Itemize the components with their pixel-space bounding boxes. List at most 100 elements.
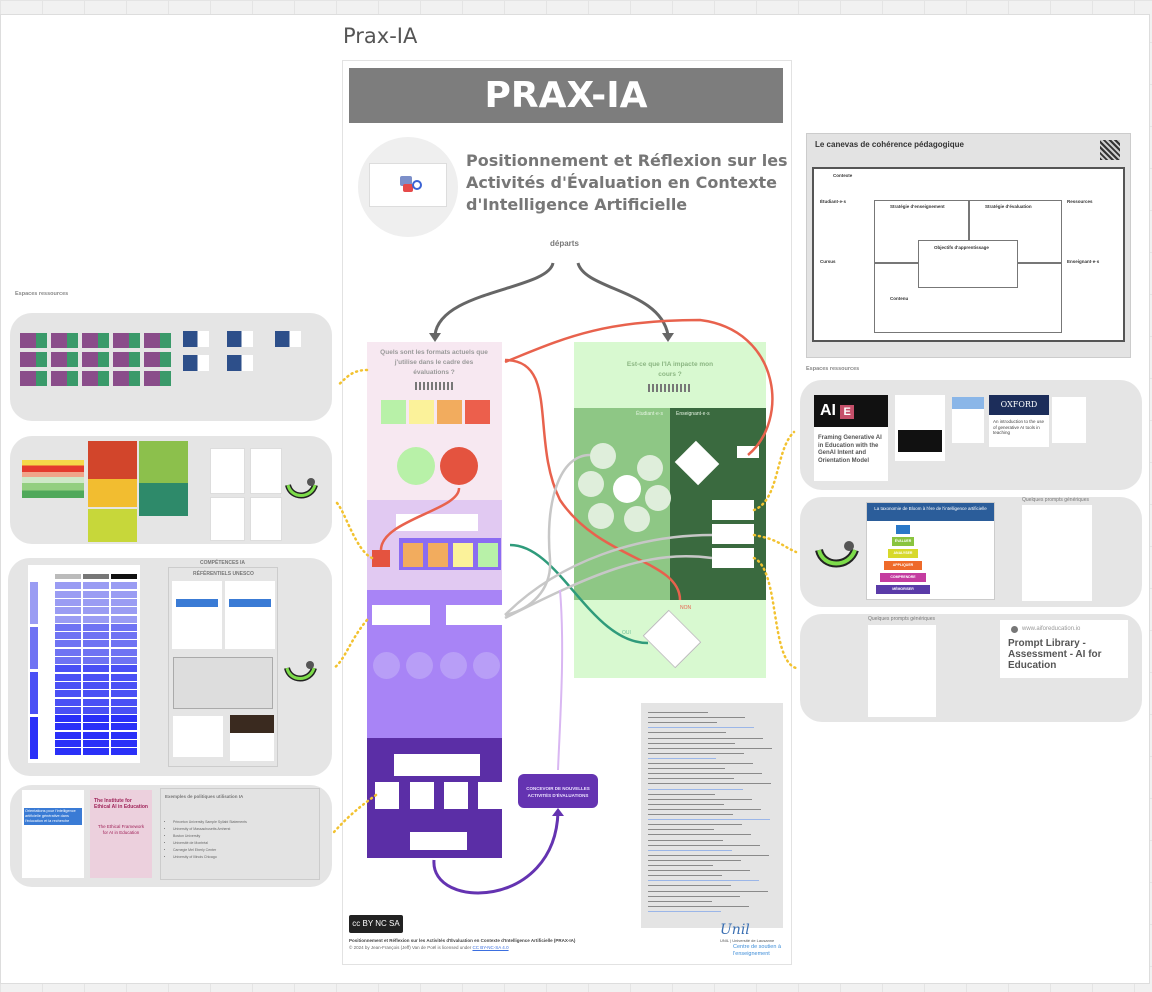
format-card-yellow[interactable] xyxy=(409,400,434,424)
resource-mini-card[interactable] xyxy=(113,333,140,348)
teacher-action-card-1[interactable] xyxy=(712,500,754,520)
article-thumb-6[interactable] xyxy=(952,397,984,443)
policies-card[interactable]: Exemples de politiques utilisation IA Pr… xyxy=(160,788,320,880)
competence-cell xyxy=(83,665,109,673)
doc-text-line xyxy=(648,859,741,861)
rubric-table[interactable] xyxy=(22,460,84,498)
option-circle-4[interactable] xyxy=(473,652,500,679)
rubric-teal-card[interactable] xyxy=(139,483,188,516)
policy-item[interactable]: University of Illinois Chicago xyxy=(173,854,319,861)
high-impact-circle[interactable] xyxy=(440,447,478,485)
activity-card-2[interactable] xyxy=(410,782,434,809)
design-new-activities-button[interactable]: CONCEVOIR DE NOUVELLES ACTIVITÉS D'ÉVALU… xyxy=(518,774,598,808)
resource-mini-card[interactable] xyxy=(51,371,78,386)
credit-title: Positionnement et Réflexion sur les Acti… xyxy=(349,938,576,943)
policy-item[interactable]: Boston University xyxy=(173,833,319,840)
prompts-document-1[interactable] xyxy=(1022,505,1092,601)
resource-mini-card[interactable] xyxy=(227,355,253,371)
option-circle-2[interactable] xyxy=(406,652,433,679)
option-circle-3[interactable] xyxy=(440,652,467,679)
adapt-card-2[interactable] xyxy=(428,543,448,567)
rubric-lime-card[interactable] xyxy=(88,509,137,542)
doc-text-line xyxy=(648,900,712,902)
resource-mini-card[interactable] xyxy=(144,371,171,386)
student-use-node-3[interactable] xyxy=(578,471,604,497)
policy-item[interactable]: Princeton University Sample Syllabi Stat… xyxy=(173,819,319,826)
unesco-students-cover[interactable] xyxy=(225,581,275,649)
redesign-card-left[interactable] xyxy=(372,605,430,625)
resource-mini-card[interactable] xyxy=(82,371,109,386)
resource-panel-cards[interactable] xyxy=(10,313,332,421)
resource-mini-card[interactable] xyxy=(20,352,47,367)
adapt-card-3[interactable] xyxy=(453,543,473,567)
students-hub-node[interactable] xyxy=(613,475,641,503)
prompt-library-link[interactable] xyxy=(1000,620,1128,678)
resource-mini-card[interactable] xyxy=(51,333,78,348)
cc-license-badge[interactable]: cc BY NC SA xyxy=(349,915,403,933)
start-label: départs xyxy=(550,239,579,248)
video-thumbnail[interactable] xyxy=(369,163,447,207)
ai-mascot-icon xyxy=(285,478,318,499)
format-card-orange[interactable] xyxy=(437,400,462,424)
resource-mini-card[interactable] xyxy=(183,355,209,371)
teacher-action-card-2[interactable] xyxy=(712,524,754,544)
resource-mini-card[interactable] xyxy=(82,352,109,367)
redesign-card-right[interactable] xyxy=(446,605,503,625)
unesco-guide-cover[interactable]: Orientations pour l'intelligence artific… xyxy=(22,790,84,878)
genai-framing-article[interactable]: AI E Framing Generative AI in Education … xyxy=(814,395,888,481)
activity-heading-card[interactable] xyxy=(394,754,480,776)
article-thumb-7[interactable] xyxy=(1052,397,1086,443)
resource-mini-card[interactable] xyxy=(144,333,171,348)
video-article-thumb[interactable] xyxy=(230,715,274,761)
activity-card-4[interactable] xyxy=(478,782,502,809)
unesco-teachers-cover[interactable] xyxy=(172,581,222,649)
student-use-node-4[interactable] xyxy=(645,485,671,511)
format-card-red[interactable] xyxy=(465,400,490,424)
activity-result-card[interactable] xyxy=(410,832,467,850)
license-link[interactable]: CC BY-NC-SA 4.0 xyxy=(472,945,509,950)
student-use-node-2[interactable] xyxy=(637,455,663,481)
activity-card-1[interactable] xyxy=(375,782,399,809)
option-circle-1[interactable] xyxy=(373,652,400,679)
red-node[interactable] xyxy=(372,550,390,567)
ethical-framework-cover[interactable]: The Institute for Ethical AI in Educatio… xyxy=(90,790,152,878)
policy-item[interactable]: Carnegie Mel Eberly Center xyxy=(173,847,319,854)
rubric-yellow-card[interactable] xyxy=(88,479,137,507)
teacher-action-card-3[interactable] xyxy=(712,548,754,568)
student-use-node-5[interactable] xyxy=(588,503,614,529)
competence-cell xyxy=(111,681,137,689)
resource-mini-card[interactable] xyxy=(144,352,171,367)
article-thumb-4[interactable] xyxy=(250,497,282,541)
doc-text-line xyxy=(648,808,761,810)
prompts-document-2[interactable] xyxy=(868,625,936,717)
student-use-node-1[interactable] xyxy=(590,443,616,469)
low-impact-circle[interactable] xyxy=(397,447,435,485)
adapt-card-1[interactable] xyxy=(403,543,423,567)
resource-mini-card[interactable] xyxy=(275,331,301,347)
oxford-article[interactable]: OXFORD An introduction to the use of gen… xyxy=(989,395,1049,447)
framework-diagram-thumb[interactable] xyxy=(173,716,223,757)
article-thumb-5[interactable] xyxy=(895,395,945,461)
article-thumb-3[interactable] xyxy=(210,497,245,541)
format-card-green[interactable] xyxy=(381,400,406,424)
resource-mini-card[interactable] xyxy=(51,352,78,367)
resource-mini-card[interactable] xyxy=(20,333,47,348)
resource-mini-card[interactable] xyxy=(113,352,140,367)
article-thumb-1[interactable] xyxy=(210,448,245,494)
frame-title[interactable]: Prax-IA xyxy=(343,24,418,48)
resource-mini-card[interactable] xyxy=(82,333,109,348)
resource-mini-card[interactable] xyxy=(227,331,253,347)
rubric-green-card[interactable] xyxy=(139,441,188,488)
resource-mini-card[interactable] xyxy=(183,331,209,347)
policy-item[interactable]: University of Massachusetts Amherst xyxy=(173,826,319,833)
article-thumb-2[interactable] xyxy=(250,448,282,494)
adapt-card-4[interactable] xyxy=(478,543,498,567)
student-use-node-6[interactable] xyxy=(624,506,650,532)
competence-table[interactable] xyxy=(173,657,273,709)
policy-item[interactable]: Université de Montréal xyxy=(173,840,319,847)
competence-cell xyxy=(111,615,137,623)
resource-mini-card[interactable] xyxy=(113,371,140,386)
competence-cell xyxy=(111,640,137,648)
resource-mini-card[interactable] xyxy=(20,371,47,386)
activity-card-3[interactable] xyxy=(444,782,468,809)
